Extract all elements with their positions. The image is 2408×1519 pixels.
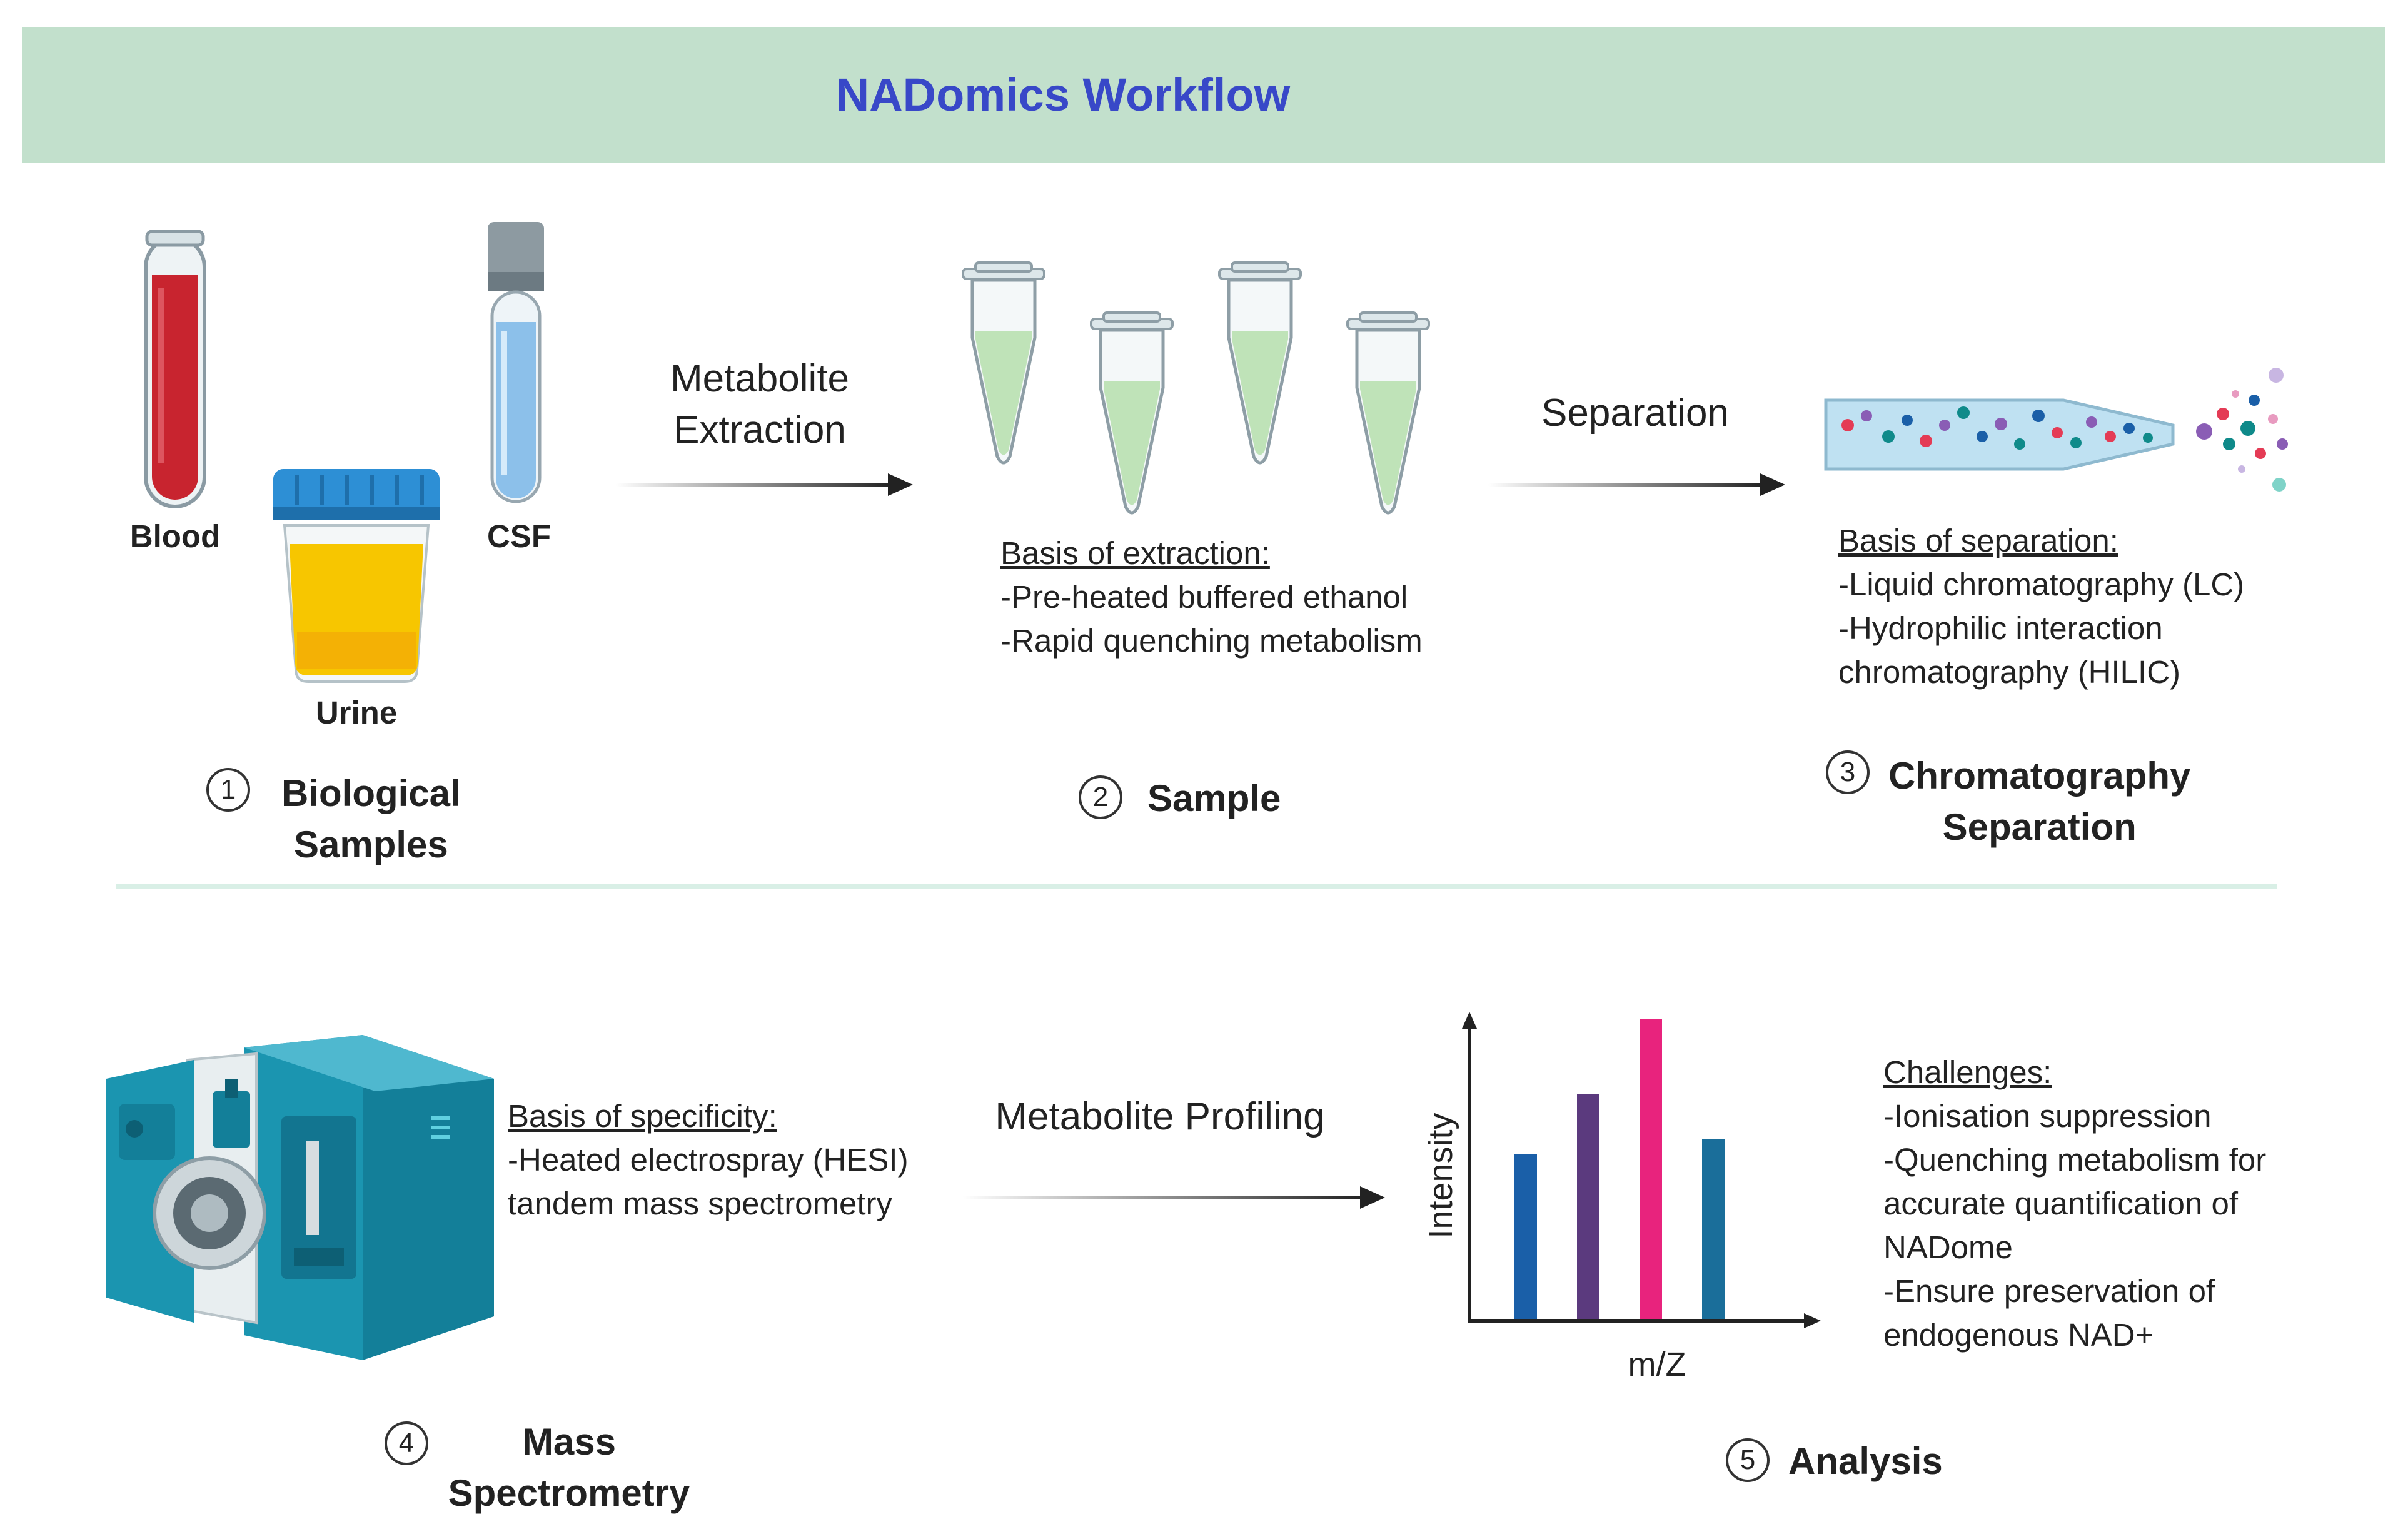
notes-heading: Basis of separation: <box>1838 523 2118 558</box>
chromatography-column-icon <box>1824 368 2288 492</box>
challenges-notes: Challenges: -Ionisation suppression -Que… <box>1883 1051 2384 1357</box>
profiling-arrow-label: Metabolite Profiling <box>995 1095 1325 1138</box>
step-1: 1 Biological Samples <box>206 768 461 871</box>
notes-line: -Hydrophilic interaction <box>1838 610 2163 646</box>
step-title-line: Spectrometry <box>448 1472 690 1514</box>
y-axis-label: Intensity <box>1422 1113 1459 1238</box>
spectrum-bar <box>1514 1154 1537 1319</box>
y-axis-arrowhead <box>1462 1012 1477 1029</box>
notes-heading: Challenges: <box>1883 1054 2052 1090</box>
notes-line: tandem mass spectrometry <box>508 1186 893 1221</box>
blood-tube-icon <box>144 230 206 508</box>
notes-line: accurate quantification of <box>1883 1186 2239 1221</box>
step-number-badge: 3 <box>1826 750 1870 794</box>
extraction-notes: Basis of extraction: -Pre-heated buffere… <box>1000 532 1501 663</box>
section-divider <box>116 884 2277 889</box>
notes-line: endogenous NAD+ <box>1883 1317 2154 1353</box>
notes-line: -Quenching metabolism for <box>1883 1142 2267 1178</box>
step-title-line: Chromatography <box>1888 755 2191 797</box>
step-number-badge: 4 <box>385 1421 428 1465</box>
csf-label: CSF <box>487 518 551 554</box>
step-number-badge: 5 <box>1726 1438 1770 1482</box>
mass-spectrometer-icon <box>106 1035 494 1360</box>
x-axis-arrowhead <box>1804 1313 1821 1328</box>
step-title-line: Separation <box>1942 806 2137 848</box>
mass-spectrum-chart: m/Z Intensity <box>1422 1012 1821 1383</box>
notes-heading: Basis of specificity: <box>508 1098 777 1134</box>
notes-line: -Liquid chromatography (LC) <box>1838 567 2245 602</box>
step-title-line: Mass <box>521 1421 617 1463</box>
step-number-badge: 2 <box>1079 775 1122 819</box>
step-number-badge: 1 <box>206 768 250 812</box>
notes-line: NADome <box>1883 1229 2013 1265</box>
notes-line: chromatography (HILIC) <box>1838 654 2181 690</box>
step-title-line: Sample <box>1147 777 1281 819</box>
spectrum-bar <box>1640 1019 1662 1319</box>
arrow-label-line: Metabolite <box>670 357 850 400</box>
x-axis-label: m/Z <box>1628 1346 1686 1383</box>
blood-label: Blood <box>129 518 221 554</box>
step-2: 2 Sample <box>1079 775 1281 822</box>
step-3: 3 Chromatography Separation <box>1826 750 2190 853</box>
csf-tube-icon <box>488 222 544 503</box>
profiling-arrow <box>963 1186 1385 1209</box>
urine-label: Urine <box>315 695 398 730</box>
title-banner <box>22 27 2385 163</box>
spectrum-bar <box>1702 1139 1725 1319</box>
notes-line: -Heated electrospray (HESI) <box>508 1142 909 1178</box>
notes-line: -Pre-heated buffered ethanol <box>1000 579 1408 615</box>
specificity-notes: Basis of specificity: -Heated electrospr… <box>508 1094 958 1226</box>
extraction-arrow <box>616 473 913 496</box>
step-title-line: Biological <box>281 772 461 814</box>
step-4: 4 Mass Spectrometry <box>385 1416 703 1519</box>
notes-heading: Basis of extraction: <box>1000 535 1270 571</box>
step-5: 5 Analysis <box>1726 1438 1943 1485</box>
page-title: NADomics Workflow <box>835 69 1291 121</box>
arrow-label-line: Extraction <box>673 408 846 452</box>
extraction-arrow-label: Metabolite Extraction <box>600 353 919 456</box>
notes-line: -Ionisation suppression <box>1883 1098 2212 1134</box>
separation-notes: Basis of separation: -Liquid chromatogra… <box>1838 519 2351 694</box>
urine-cup-icon <box>273 469 440 683</box>
sample-tubes-icon <box>962 263 1432 513</box>
spectrum-bar <box>1577 1094 1599 1319</box>
notes-line: -Rapid quenching metabolism <box>1000 623 1423 659</box>
step-title-line: Samples <box>293 824 448 865</box>
step-title-line: Analysis <box>1788 1440 1943 1482</box>
notes-line: -Ensure preservation of <box>1883 1273 2215 1309</box>
separation-arrow <box>1488 473 1785 496</box>
separation-arrow-label: Separation <box>1541 391 1729 435</box>
